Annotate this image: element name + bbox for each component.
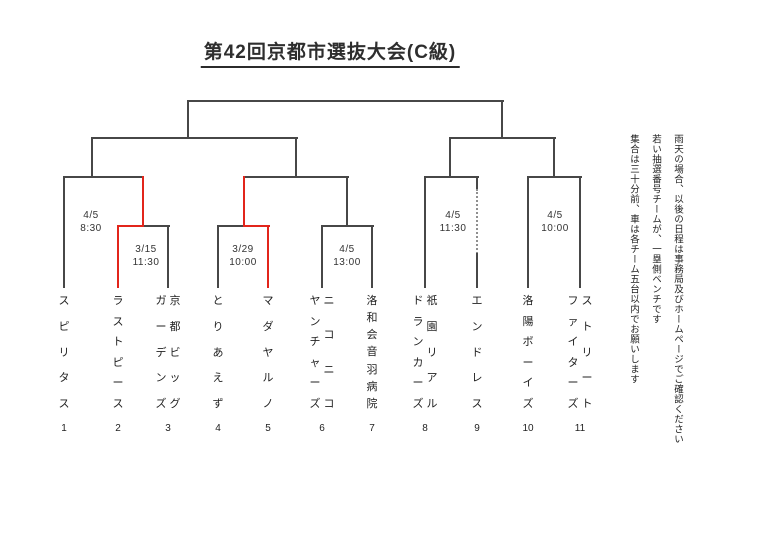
bracket-line-match-2-3-winner-half (117, 225, 144, 227)
bracket-line-match-4-5 (217, 225, 244, 227)
match-label-2-3: 3/15 11:30 (133, 244, 160, 269)
team-6: ニコニコヤンチャーズ 6 (308, 295, 336, 435)
team-name-column: とりあえず (212, 295, 224, 410)
team-line-4 (217, 225, 219, 288)
bracket-line-final-left-drop (187, 100, 189, 139)
match-date: 4/5 (547, 210, 563, 221)
bracket-line-winner-4-5-riser (243, 176, 245, 227)
team-name-column: ファイターズ (567, 295, 579, 410)
team-number: 10 (522, 423, 534, 434)
team-line-9-dotted (476, 189, 478, 254)
bracket-line-semi-right-a-drop (449, 137, 451, 178)
team-line-2 (117, 225, 119, 288)
team-number: 5 (265, 423, 271, 434)
bracket-line-semi-left (91, 137, 298, 139)
match-time: 8:30 (80, 222, 102, 234)
match-label-8-9: 4/5 11:30 (440, 210, 467, 235)
note-rainout: 雨天の場合、以後の日程は事務局及びホームページでご確認ください (672, 134, 683, 444)
team-4: とりあえず 4 (211, 295, 225, 435)
team-name-column: ガーデンズ (155, 295, 167, 410)
team-number: 8 (422, 423, 428, 434)
team-name-column: ドランカーズ (412, 295, 424, 410)
notes-block: 雨天の場合、以後の日程は事務局及びホームページでご確認ください 若い抽選番号チー… (622, 134, 688, 452)
match-date: 4/5 (339, 244, 355, 255)
team-9: エンドレス 9 (470, 295, 484, 435)
match-date: 4/5 (83, 210, 99, 221)
team-name-column: ヤンチャーズ (309, 295, 321, 410)
match-label-10-11: 4/5 10:00 (541, 210, 569, 235)
bracket-line-left-round2 (63, 176, 144, 178)
team-11: ストリートファイターズ 11 (566, 295, 594, 435)
match-time: 11:30 (439, 222, 467, 234)
bracket-line-semi-left-b-drop (295, 137, 297, 178)
bracket-line-center-round2 (243, 176, 349, 178)
match-label-left-round2: 4/5 8:30 (80, 210, 101, 235)
match-time: 10:00 (541, 222, 569, 234)
team-number: 2 (115, 423, 121, 434)
team-7: 洛和会音羽病院 7 (365, 295, 379, 435)
team-number: 6 (319, 423, 325, 434)
team-line-3 (167, 225, 169, 288)
team-line-9-bottom (476, 253, 478, 288)
bracket-line-semi-right (449, 137, 556, 139)
bracket-line-winner-2-3-riser (142, 176, 144, 227)
team-name-column: ストリート (581, 295, 593, 410)
bracket-line-final (187, 100, 504, 102)
match-date: 4/5 (445, 210, 461, 221)
bracket-line-match-2-3 (143, 225, 170, 227)
team-1: スピリタス 1 (57, 295, 71, 435)
bracket-line-final-right-drop (501, 100, 503, 139)
bracket-line-winner-6-7-riser (346, 176, 348, 227)
team-line-11 (579, 176, 581, 288)
team-name-column: ニコニコ (323, 295, 335, 410)
team-number: 3 (165, 423, 171, 434)
team-name-column: ラストピース (112, 295, 124, 410)
team-name-column: 洛陽ボーイズ (522, 295, 534, 410)
note-bench: 若い抽選番号チームが、一塁側ベンチです (650, 134, 661, 324)
team-name-column: スピリタス (58, 295, 70, 410)
team-line-5 (267, 225, 269, 288)
match-label-6-7: 4/5 13:00 (333, 244, 361, 269)
team-line-8 (424, 176, 426, 288)
bracket-line-match-4-5-winner-half (243, 225, 270, 227)
match-date: 3/29 (232, 244, 254, 255)
match-label-4-5: 3/29 10:00 (229, 244, 257, 269)
team-number: 1 (61, 423, 67, 434)
team-line-1 (63, 176, 65, 288)
team-name-column: エンドレス (471, 295, 483, 410)
note-meeting: 集合は三十分前、車は各チーム五台以内でお願いします (628, 134, 639, 384)
team-name-column: 祇園リアル (426, 295, 438, 410)
team-line-10 (527, 176, 529, 288)
bracket-line-semi-right-b-drop (553, 137, 555, 178)
team-3: 京都ビッグガーデンズ 3 (154, 295, 182, 435)
match-time: 10:00 (229, 256, 257, 268)
tournament-title: 第42回京都市選抜大会(C級) (200, 37, 460, 68)
team-line-6 (321, 225, 323, 288)
match-time: 11:30 (132, 256, 160, 268)
team-line-7 (371, 225, 373, 288)
team-10: 洛陽ボーイズ 10 (521, 295, 535, 435)
team-number: 9 (474, 423, 480, 434)
team-8: 祇園リアルドランカーズ 8 (411, 295, 439, 435)
team-number: 11 (574, 423, 586, 434)
team-line-9-top (476, 176, 478, 190)
team-2: ラストピース 2 (111, 295, 125, 435)
team-5: マダヤルノ 5 (261, 295, 275, 435)
team-number: 7 (369, 423, 375, 434)
team-name-column: 京都ビッグ (169, 295, 181, 410)
team-name-column: マダヤルノ (262, 295, 274, 410)
bracket-line-semi-left-a-drop (91, 137, 93, 178)
bracket-line-match-10-11 (527, 176, 582, 178)
team-number: 4 (215, 423, 221, 434)
match-time: 13:00 (333, 256, 361, 268)
match-date: 3/15 (135, 244, 157, 255)
bracket-line-match-8-9 (424, 176, 479, 178)
team-name-column: 洛和会音羽病院 (366, 295, 378, 410)
